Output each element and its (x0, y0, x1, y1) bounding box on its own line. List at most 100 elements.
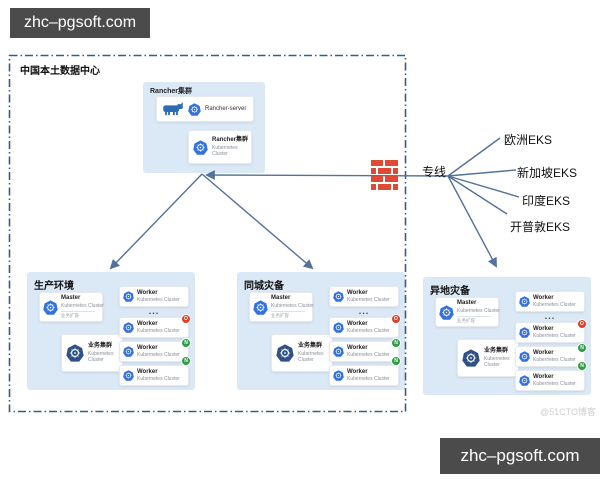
worker-column: Worker Kubernetes Cluster ... Worker Kub… (329, 286, 401, 386)
more-workers-ellipsis: ... (544, 311, 556, 321)
more-workers-ellipsis: ... (148, 306, 160, 316)
env-panel-title: 异地灾备 (430, 286, 470, 297)
green-status-badge-icon: N (577, 343, 587, 353)
business-sub1: Kubernetes (484, 355, 510, 362)
more-workers-ellipsis: ... (358, 306, 370, 316)
master-note: 业务扩容 (457, 318, 475, 324)
worker-title: Worker (137, 289, 158, 296)
rancher-k8s-cluster-card[interactable]: Rancher集群 Kubernetes Cluster (188, 130, 252, 164)
worker-cluster-card[interactable]: Worker Kubernetes Cluster (329, 286, 399, 307)
kubernetes-icon (123, 291, 134, 302)
rancher-cluster-panel: Rancher集群 Rancher-server Rancher集群 Kuber… (143, 82, 265, 173)
business-title: 业务集群 (88, 343, 113, 349)
worker-title: Worker (347, 344, 368, 351)
kubernetes-icon (276, 344, 294, 362)
business-sub2: Cluster (298, 356, 314, 363)
master-cluster-card[interactable]: Master Kubernetes Cluster 业务扩容 (39, 292, 104, 322)
worker-cluster-card[interactable]: Worker Kubernetes Cluster (119, 286, 189, 307)
worker-title: Worker (533, 325, 554, 332)
worker-title: Worker (533, 349, 554, 356)
master-cluster-card[interactable]: Master Kubernetes Cluster 业务扩容 (249, 292, 314, 322)
master-cluster-card[interactable]: Master Kubernetes Cluster 业务扩容 (435, 297, 500, 327)
worker-column: Worker Kubernetes Cluster ... Worker Kub… (119, 286, 191, 386)
eks-label-india: 印度EKS (522, 194, 571, 208)
worker-subtitle: Kubernetes Cluster (347, 376, 390, 383)
master-note: 业务扩容 (271, 313, 289, 319)
rancher-cow-icon (162, 102, 184, 116)
divider (271, 310, 305, 312)
worker-cluster-card[interactable]: Worker Kubernetes Cluster O (119, 314, 191, 338)
divider (61, 310, 95, 312)
kubernetes-icon (123, 370, 134, 381)
kubernetes-icon (462, 349, 480, 367)
kubernetes-icon (193, 140, 208, 155)
worker-title: Worker (137, 344, 158, 351)
dedicated-line-label: 专线 (422, 165, 447, 179)
env-panel-title: 同城灾备 (244, 281, 284, 292)
master-title: Master (457, 300, 477, 307)
worker-cluster-card[interactable]: Worker Kubernetes Cluster O (329, 314, 401, 338)
worker-title: Worker (533, 294, 554, 301)
red-status-badge-icon: O (577, 319, 587, 329)
business-cluster-card[interactable]: 业务集群 Kubernetes Cluster (271, 334, 333, 372)
worker-cluster-card[interactable]: Worker Kubernetes Cluster (515, 291, 585, 312)
kubernetes-icon (519, 296, 530, 307)
green-status-badge-icon: N (181, 338, 191, 348)
kubernetes-icon (253, 300, 268, 315)
worker-subtitle: Kubernetes Cluster (533, 357, 576, 364)
datacenter-title: 中国本土数据中心 (20, 66, 100, 77)
rancher-cluster-sub2: Cluster (212, 150, 228, 157)
worker-cluster-card[interactable]: Worker Kubernetes Cluster (119, 365, 189, 386)
business-sub2: Cluster (88, 356, 104, 363)
worker-cluster-card[interactable]: Worker Kubernetes Cluster (515, 370, 585, 391)
worker-cluster-card[interactable]: Worker Kubernetes Cluster N N (329, 338, 401, 366)
worker-cluster-card[interactable]: Worker Kubernetes Cluster N N (515, 343, 587, 371)
divider (457, 315, 491, 317)
env-panel-title: 生产环境 (34, 281, 74, 292)
kubernetes-icon (123, 322, 134, 333)
green-status-badge-icon: N (391, 338, 401, 348)
kubernetes-icon (333, 370, 344, 381)
worker-subtitle: Kubernetes Cluster (347, 352, 390, 359)
kubernetes-icon (66, 344, 84, 362)
business-cluster-card[interactable]: 业务集群 Kubernetes Cluster (61, 334, 123, 372)
worker-cluster-card[interactable]: Worker Kubernetes Cluster (329, 365, 399, 386)
kubernetes-icon (43, 300, 58, 315)
worker-title: Worker (533, 373, 554, 380)
worker-title: Worker (347, 320, 368, 327)
worker-subtitle: Kubernetes Cluster (347, 297, 390, 304)
kubernetes-icon (333, 291, 344, 302)
blog-watermark: @51CTO博客 (540, 407, 596, 417)
worker-subtitle: Kubernetes Cluster (137, 297, 180, 304)
worker-cluster-card[interactable]: Worker Kubernetes Cluster O (515, 319, 587, 343)
kubernetes-icon (519, 375, 530, 386)
kubernetes-icon (519, 351, 530, 362)
master-subtitle: Kubernetes Cluster (61, 302, 104, 309)
eks-label-singapore: 新加坡EKS (517, 166, 578, 180)
business-sub2: Cluster (484, 361, 500, 368)
master-subtitle: Kubernetes Cluster (457, 307, 500, 314)
worker-subtitle: Kubernetes Cluster (347, 328, 390, 335)
site-watermark-bottom-text: zhc–pgsoft.com (460, 446, 580, 465)
worker-subtitle: Kubernetes Cluster (533, 333, 576, 340)
kubernetes-icon (123, 346, 134, 357)
worker-title: Worker (347, 289, 368, 296)
worker-title: Worker (137, 320, 158, 327)
worker-title: Worker (137, 368, 158, 375)
eks-label-europe: 欧洲EKS (504, 133, 553, 147)
rancher-cluster-title: Rancher集群 (212, 137, 249, 143)
business-title: 业务集群 (298, 343, 323, 349)
env-panel-1: 同城灾备 Master Kubernetes Cluster 业务扩容 业务集群… (237, 272, 405, 390)
master-title: Master (271, 295, 291, 302)
worker-title: Worker (347, 368, 368, 375)
master-title: Master (61, 295, 81, 302)
business-cluster-card[interactable]: 业务集群 Kubernetes Cluster (457, 339, 519, 377)
worker-subtitle: Kubernetes Cluster (533, 302, 576, 309)
worker-column: Worker Kubernetes Cluster ... Worker Kub… (515, 291, 587, 391)
rancher-server-card[interactable]: Rancher-server (156, 96, 254, 122)
kubernetes-icon (519, 327, 530, 338)
worker-subtitle: Kubernetes Cluster (137, 328, 180, 335)
worker-cluster-card[interactable]: Worker Kubernetes Cluster N N (119, 338, 191, 366)
red-status-badge-icon: O (181, 314, 191, 324)
